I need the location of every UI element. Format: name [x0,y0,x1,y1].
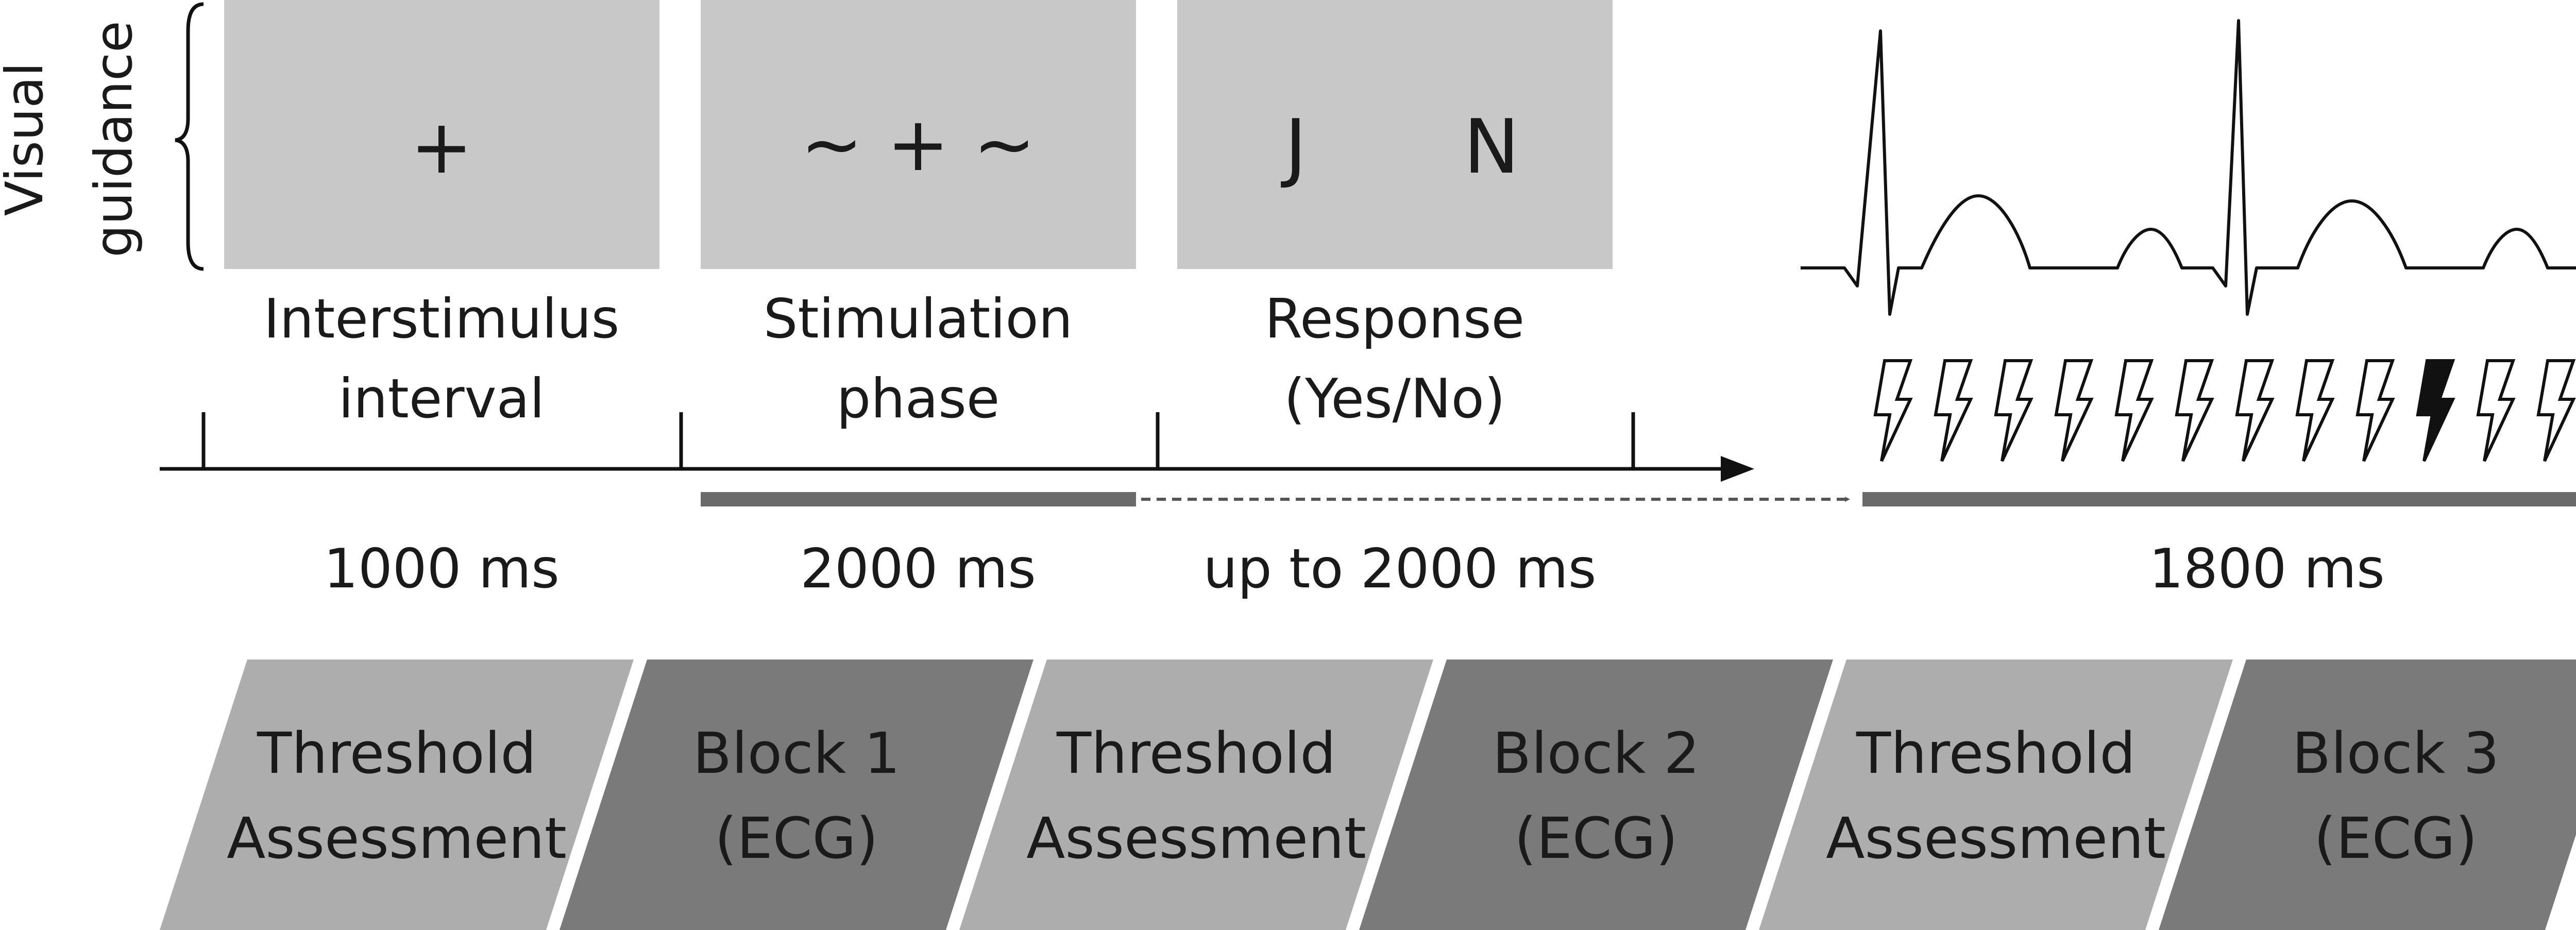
stimulation-pulses [1873,359,2576,462]
ecg-trace [1801,19,2576,316]
curly-brace [175,2,204,271]
stimulation-pulse-icon [2175,359,2214,462]
block-shape-4 [1359,660,1833,930]
fixation-cross: + [410,104,473,191]
block-label-4-line1: Block 2 [1493,720,1700,786]
timeline-arrowhead [1721,456,1754,482]
side-label: Visual guidance [0,21,144,257]
block-shape-1 [160,660,634,930]
block-shape-3 [959,660,1433,930]
side-label-line2: guidance [83,21,144,257]
phase-label-interstimulus-1: Interstimulus [264,288,620,350]
stimulation-pulse-icon [2235,359,2275,462]
screen-stimulation [701,0,1136,269]
block-label-6-line2: (ECG) [2314,805,2477,871]
duration-stimulation: 2000 ms [800,537,1036,600]
duration-stimulation-detail: 1800 ms [2149,537,2385,600]
block-label-4-line2: (ECG) [1514,805,1677,871]
stimulation-pulse-icon [2355,359,2395,462]
phase-label-stimulation-2: phase [837,367,1000,430]
block-label-1-line2: Assessment [227,805,567,871]
response-key-no: N [1464,104,1519,191]
block-shape-5 [1759,660,2233,930]
phase-label-interstimulus-2: interval [338,367,545,430]
stimulation-pulse-icon-highlighted [2416,359,2455,462]
stimulation-pulse-icon [2295,359,2335,462]
stimulation-pulse-icon [2114,359,2154,462]
block-label-3-line1: Threshold [1056,720,1336,786]
duration-response: up to 2000 ms [1204,537,1597,600]
block-label-2-line2: (ECG) [715,805,878,871]
block-label-3-line2: Assessment [1026,805,1366,871]
phase-label-response-2: (Yes/No) [1284,367,1505,430]
stimulation-pulse-icon [2536,359,2576,462]
stimulation-pulse-icon [1934,359,1973,462]
stimulation-pulse-icon [1873,359,1913,462]
stimulation-bar [701,492,1136,506]
block-label-1-line1: Threshold [257,720,536,786]
timeline-axis [160,412,1754,482]
block-shape-6 [2159,660,2576,930]
stimulation-pulse-icon [2476,359,2516,462]
block-shape-2 [560,660,1033,930]
stimulation-pulse-icon [2054,359,2094,462]
phase-label-response-1: Response [1265,288,1524,350]
block-label-5-line1: Threshold [1856,720,2136,786]
block-label-5-line2: Assessment [1826,805,2166,871]
stimulation-symbol: ~ + ~ [801,101,1036,188]
stimulation-pulse-icon [1994,359,2033,462]
screen-interstimulus [224,0,659,269]
block-label-2-line1: Block 1 [693,720,900,786]
response-key-yes: J [1281,104,1307,191]
duration-interstimulus: 1000 ms [324,537,560,600]
screen-response [1177,0,1613,269]
side-label-line1: Visual [0,62,55,216]
block-label-6-line1: Block 3 [2292,720,2499,786]
stimulation-detail-bar [1862,492,2576,506]
phase-label-stimulation-1: Stimulation [764,288,1073,350]
